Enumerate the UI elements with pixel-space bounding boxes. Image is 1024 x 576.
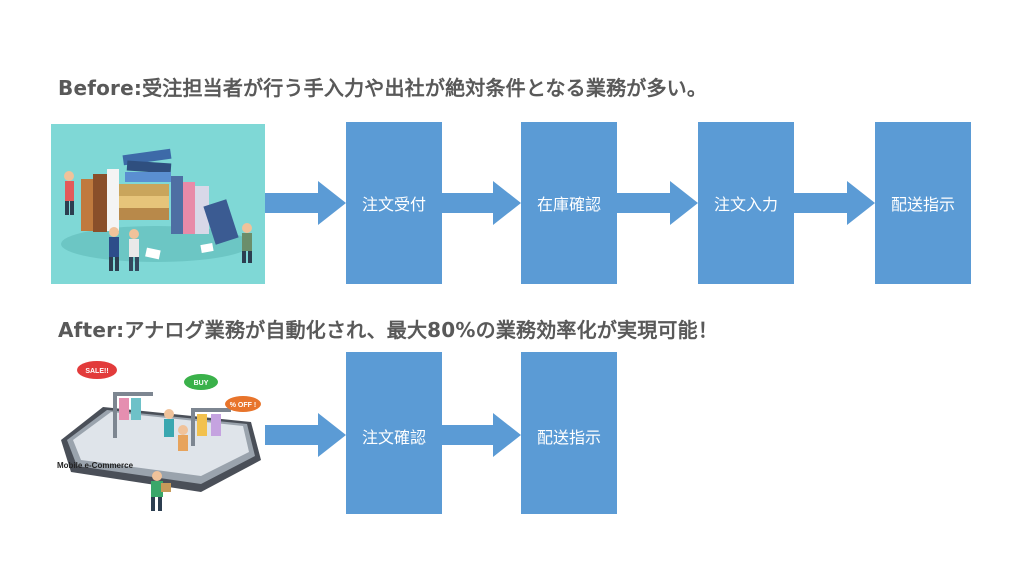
step-stock-check: 在庫確認 [521, 122, 617, 284]
flow-arrow [442, 181, 521, 225]
step-order-receipt: 注文受付 [346, 122, 442, 284]
after-heading: After:アナログ業務が自動化され、最大80%の業務効率化が実現可能！ [58, 318, 719, 342]
step-order-confirmation: 注文確認 [346, 352, 442, 514]
mobile-ecommerce-illustration: SALE!! BUY % OFF ! Mobile e-Commerce [51, 352, 265, 516]
office-paperwork-illustration [51, 124, 265, 284]
sale-tag-text: SALE!! [85, 368, 108, 375]
flow-arrow [617, 181, 698, 225]
step-delivery-instruction: 配送指示 [875, 122, 971, 284]
mobile-ecommerce-caption: Mobile e-Commerce [57, 461, 134, 470]
office-paperwork-image [51, 124, 265, 284]
flow-arrow [265, 181, 346, 225]
step-label: 注文入力 [713, 195, 778, 214]
flow-arrow [265, 413, 346, 457]
step-delivery-instruction: 配送指示 [521, 352, 617, 514]
before-heading: Before:受注担当者が行う手入力や出社が絶対条件となる業務が多い。 [58, 76, 708, 100]
step-label: 配送指示 [890, 195, 955, 214]
mobile-ecommerce-image: SALE!! BUY % OFF ! [61, 361, 261, 511]
step-label: 注文確認 [361, 428, 426, 447]
step-label: 配送指示 [536, 428, 601, 447]
step-label: 注文受付 [361, 195, 426, 214]
flow-arrow [442, 413, 521, 457]
off-tag-text: % OFF ! [230, 402, 256, 409]
flow-arrow [794, 181, 875, 225]
step-order-entry: 注文入力 [698, 122, 794, 284]
step-label: 在庫確認 [536, 195, 601, 214]
buy-tag-text: BUY [194, 380, 209, 387]
